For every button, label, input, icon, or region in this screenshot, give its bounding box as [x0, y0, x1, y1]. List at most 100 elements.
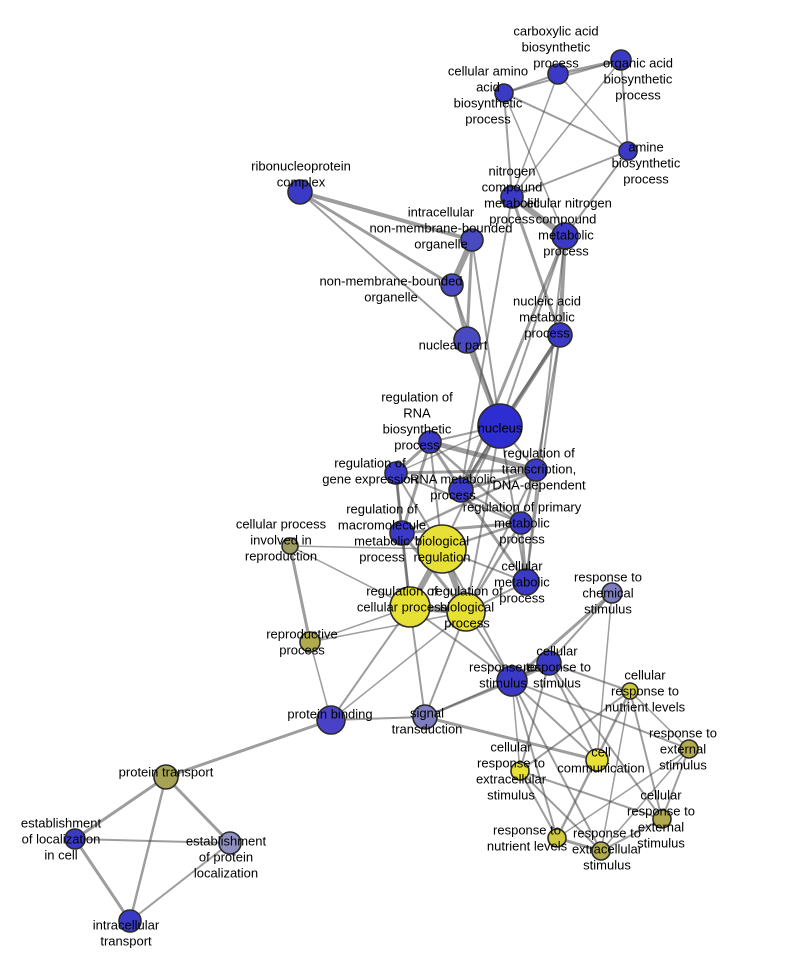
- node-reg_transcription[interactable]: [524, 458, 548, 482]
- edge-reg_biological_process--reproductive_process: [309, 611, 467, 643]
- edge-organic--nitrogen_compound: [511, 59, 622, 198]
- node-nmbo[interactable]: [440, 273, 464, 297]
- node-cellular_resp_nutrient[interactable]: [621, 682, 639, 700]
- node-cellular_resp_extracell[interactable]: [510, 761, 530, 781]
- node-cellular_mp[interactable]: [512, 568, 540, 596]
- edge-rnp_complex--nuclear_part: [299, 191, 468, 341]
- node-cellular_resp_stim[interactable]: [536, 650, 562, 676]
- node-protein_binding[interactable]: [316, 705, 346, 735]
- node-protein_transport[interactable]: [153, 764, 179, 790]
- node-amine[interactable]: [618, 141, 638, 161]
- edge-rna_mp--cellular_mp: [459, 488, 528, 584]
- edge-cell_comm--signal_transduction: [423, 715, 599, 762]
- node-reg_biological_process[interactable]: [446, 592, 486, 632]
- node-response_extracell[interactable]: [591, 841, 611, 861]
- edge-protein_transport--estab_local_cell: [73, 775, 168, 841]
- node-label-protein_binding: protein binding: [287, 707, 372, 722]
- edge-protein_transport--intracell_transport: [128, 775, 168, 923]
- node-response_stim[interactable]: [496, 665, 528, 697]
- node-reg_macromol_mp[interactable]: [389, 520, 415, 546]
- node-reg_gene_expr[interactable]: [384, 461, 408, 485]
- node-response_nutrient[interactable]: [547, 828, 567, 848]
- node-nitrogen_compound[interactable]: [500, 185, 524, 209]
- edge-response_external--response_extracell: [600, 748, 690, 852]
- node-reg_rna_biosynth[interactable]: [418, 430, 442, 454]
- edge-estab_local_cell--estab_protein_local: [74, 838, 231, 844]
- edge-nucleus--cellular_mp: [499, 425, 527, 583]
- node-intracell_transport[interactable]: [118, 909, 142, 933]
- edge-cellular_resp_extracell--response_extracell: [519, 770, 602, 852]
- node-nucleus[interactable]: [477, 403, 523, 449]
- node-carboxylic[interactable]: [547, 63, 569, 85]
- node-estab_protein_local[interactable]: [218, 831, 242, 855]
- node-cellular_nitrogen[interactable]: [551, 222, 579, 250]
- edge-response_external--cellular_resp_external: [661, 748, 690, 820]
- edge-nitrogen_compound--nucleic_acid_mp: [510, 195, 562, 337]
- edge-reg_rna_biosynth--reg_primary_mp: [428, 440, 523, 525]
- node-cell_comm[interactable]: [585, 748, 609, 772]
- node-estab_local_cell[interactable]: [64, 828, 86, 850]
- node-signal_transduction[interactable]: [412, 704, 438, 730]
- node-organic[interactable]: [610, 49, 632, 71]
- edge-biological_regulation--cellular_process_repro: [289, 545, 443, 550]
- edge-cellular_resp_nutrient--response_external: [629, 690, 690, 750]
- node-reg_cellular_process[interactable]: [389, 586, 431, 628]
- edge-carboxylic--nitrogen_compound: [511, 73, 559, 198]
- edge-rnp_complex--intracellular_nmbo: [298, 190, 474, 242]
- nodes-layer: [64, 49, 699, 933]
- node-reg_primary_mp[interactable]: [509, 511, 533, 535]
- node-label-protein_transport: protein transport: [119, 765, 214, 780]
- node-nucleic_acid_mp[interactable]: [547, 322, 573, 348]
- node-response_chem[interactable]: [601, 582, 623, 604]
- edge-cellular_nitrogen--rna_mp: [459, 234, 567, 492]
- node-cellular_process_repro[interactable]: [281, 537, 299, 555]
- edge-reg_cellular_process--cellular_process_repro: [289, 545, 411, 608]
- edge-amine--cellular_nitrogen: [564, 150, 629, 237]
- edge-amine--nitrogen_compound: [511, 150, 629, 198]
- edge-cellular_resp_nutrient--cellular_resp_extracell: [519, 690, 631, 772]
- node-rna_mp[interactable]: [448, 477, 474, 503]
- node-rnp_complex[interactable]: [287, 179, 313, 205]
- edge-intracellular_nmbo--nuclear_part: [465, 238, 474, 342]
- edge-reg_transcription--reg_biological_process: [465, 469, 537, 613]
- edge-response_chem--cellular_resp_stim: [548, 592, 613, 664]
- node-biological_regulation[interactable]: [417, 524, 467, 574]
- edge-response_chem--cell_comm: [596, 592, 613, 761]
- node-intracellular_nmbo[interactable]: [460, 228, 484, 252]
- edge-reg_biological_process--protein_binding: [330, 611, 467, 721]
- edge-intracellular_nmbo--nucleus: [471, 239, 501, 427]
- edge-cellular_resp_external--response_extracell: [600, 818, 663, 852]
- edges-layer: [73, 58, 690, 923]
- edge-cellular_process_repro--reproductive_process: [288, 544, 312, 644]
- edge-cellular_resp_stim--cellular_resp_extracell: [519, 662, 550, 772]
- node-response_external[interactable]: [679, 739, 699, 759]
- edge-nitrogen_compound--rna_mp: [460, 196, 513, 491]
- node-cellular_resp_external[interactable]: [652, 809, 672, 829]
- node-reproductive_process[interactable]: [299, 631, 321, 653]
- node-cellular_amino[interactable]: [494, 83, 514, 103]
- node-nuclear_part[interactable]: [453, 326, 481, 354]
